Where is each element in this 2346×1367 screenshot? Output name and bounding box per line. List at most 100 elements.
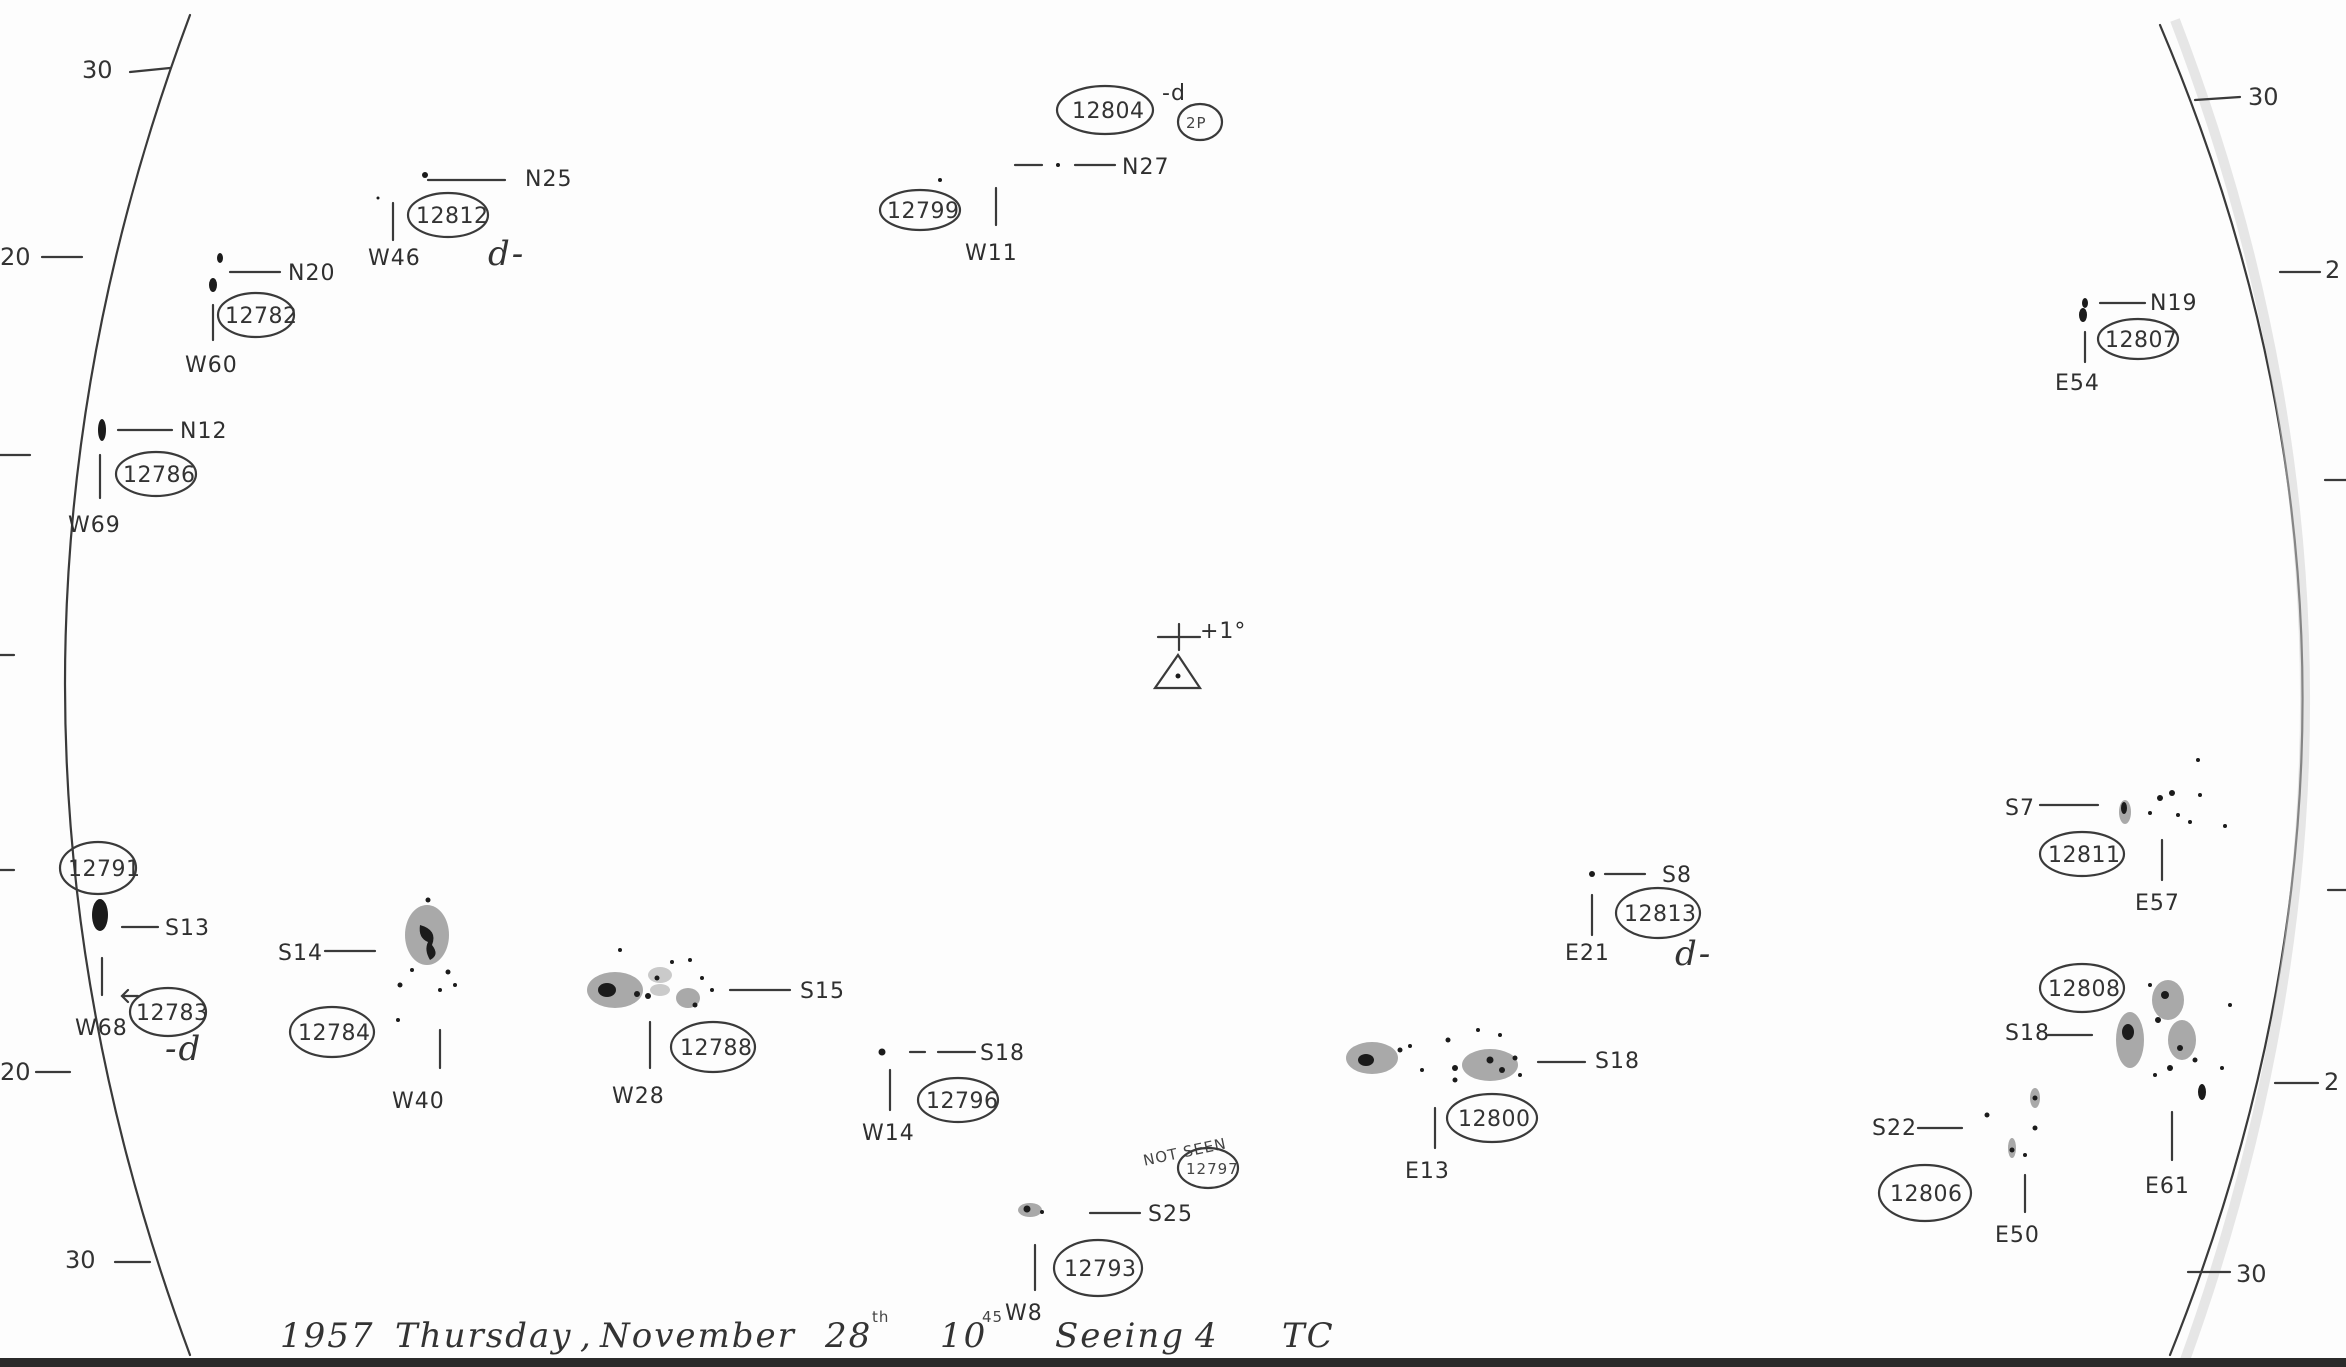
lon-label-e54: E54 xyxy=(2055,371,2100,396)
spot-12811-h xyxy=(2198,793,2202,797)
spot-12791 xyxy=(92,899,108,931)
spot-12808-i xyxy=(2198,1084,2206,1100)
spot-12806-c xyxy=(2032,1125,2038,1131)
lat-label-s8: S8 xyxy=(1662,863,1692,888)
spot-12788-faint-b xyxy=(648,967,672,983)
spot-12784-h xyxy=(396,1018,400,1022)
lon-label-e13: E13 xyxy=(1405,1159,1450,1184)
center-triangle xyxy=(1152,653,1203,690)
tick-label-left-30-top: 30 xyxy=(82,56,113,84)
spot-12812-b xyxy=(376,196,380,200)
region-oval-12812 xyxy=(406,191,490,239)
spot-12804 xyxy=(1056,163,1060,167)
tick-label-left-30-bottom: 30 xyxy=(65,1246,96,1274)
spot-12811-d xyxy=(2148,811,2152,815)
lat-label-s14: S14 xyxy=(278,941,323,966)
region-id-12807: 12807 xyxy=(2105,328,2178,353)
spot-12788-umbra xyxy=(598,983,616,997)
region-oval-12808 xyxy=(2038,962,2126,1014)
lon-label-e50: E50 xyxy=(1995,1223,2040,1248)
region-note-12812: d- xyxy=(488,234,525,274)
lat-label-s18-e13: S18 xyxy=(1595,1049,1640,1074)
tick-label-right-20-top: 2 xyxy=(2325,256,2340,284)
arrow-12783 xyxy=(120,988,140,1004)
region-id-12811: 12811 xyxy=(2048,843,2121,868)
lon-label-w60: W60 xyxy=(185,353,238,378)
region-id-12812: 12812 xyxy=(416,204,489,229)
spot-12782-a xyxy=(217,253,223,263)
footer-year: 1957 xyxy=(280,1316,375,1356)
spot-12808-j xyxy=(2228,1003,2232,1007)
lon-label-w68: W68 xyxy=(75,1016,128,1041)
spot-12808-c xyxy=(2155,1017,2161,1023)
region-oval-12799 xyxy=(878,188,962,232)
spot-12808-k xyxy=(2148,983,2152,987)
region-id-12783: 12783 xyxy=(136,1001,209,1026)
spot-12788-faint-a xyxy=(650,984,670,996)
footer-month: November xyxy=(599,1316,796,1356)
spot-12788-j xyxy=(618,948,622,952)
spot-12808-f xyxy=(2167,1065,2173,1071)
spot-12811-i xyxy=(2223,824,2227,828)
spot-12808-e xyxy=(2192,1057,2198,1063)
spot-12800-e xyxy=(1445,1037,1451,1043)
region-oval-12788 xyxy=(669,1020,757,1074)
region-extra-12804: 2P xyxy=(1186,114,1207,132)
region-oval-12813 xyxy=(1614,886,1702,940)
lat-label-n25: N25 xyxy=(525,167,572,192)
lat-label-s15: S15 xyxy=(800,979,845,1004)
region-oval-12796 xyxy=(916,1076,1000,1124)
spot-12808-h xyxy=(2220,1066,2224,1070)
spot-12800-b xyxy=(1397,1047,1403,1053)
spot-12788-g xyxy=(700,976,704,980)
region-id-12808: 12808 xyxy=(2048,977,2121,1002)
region-id-12791: 12791 xyxy=(68,857,141,882)
lon-label-w69: W69 xyxy=(68,513,121,538)
spot-12799 xyxy=(938,178,942,182)
lat-label-s22: S22 xyxy=(1872,1116,1917,1141)
region-id-12813: 12813 xyxy=(1624,902,1697,927)
region-oval-12782 xyxy=(216,291,296,339)
tick-label-left-20-top: 20 xyxy=(0,243,31,271)
lat-label-s18-w: S18 xyxy=(980,1041,1025,1066)
spot-12788-b xyxy=(634,991,640,997)
spot-12811-b xyxy=(2157,795,2163,801)
lat-label-n20: N20 xyxy=(288,261,335,286)
lon-label-w14: W14 xyxy=(862,1121,915,1146)
region-oval-12791 xyxy=(58,840,138,896)
spot-12800-umbra xyxy=(1358,1054,1374,1066)
region-oval-12811 xyxy=(2038,830,2126,878)
spot-12784-g xyxy=(438,988,442,992)
lat-label-s13: S13 xyxy=(165,916,210,941)
lat-label-n12: N12 xyxy=(180,419,227,444)
region-id-12793: 12793 xyxy=(1064,1257,1137,1282)
left-limb-arc xyxy=(63,13,192,1357)
region-oval-12807 xyxy=(2096,317,2180,361)
spot-12806-b xyxy=(2032,1095,2038,1101)
region-oval-12783 xyxy=(128,986,208,1038)
spot-12811-f xyxy=(2188,820,2192,824)
spot-12811-c xyxy=(2169,790,2175,796)
region-id-12799: 12799 xyxy=(887,199,960,224)
lat-label-n27: N27 xyxy=(1122,155,1169,180)
spot-12796 xyxy=(878,1048,886,1056)
lon-label-w28: W28 xyxy=(612,1084,665,1109)
spot-12788-e xyxy=(670,960,674,964)
spot-12808-g xyxy=(2153,1073,2157,1077)
footer-seeing-label: Seeing xyxy=(1055,1316,1185,1356)
paper-bottom-edge xyxy=(0,1358,2346,1367)
lon-label-w8: W8 xyxy=(1005,1301,1043,1326)
spot-12788-c xyxy=(645,993,651,999)
region-id-12797: 12797 xyxy=(1186,1160,1239,1178)
region-oval-12804 xyxy=(1055,84,1155,136)
lon-label-w40: W40 xyxy=(392,1089,445,1114)
spot-12813 xyxy=(1589,871,1595,877)
spot-12800-m xyxy=(1518,1073,1522,1077)
lon-label-w46: W46 xyxy=(368,246,421,271)
right-edge-shadow xyxy=(2170,18,2310,1362)
spot-12800-c xyxy=(1408,1044,1412,1048)
spot-12808-penumbra-b xyxy=(2152,980,2184,1020)
region-oval-12797 xyxy=(1176,1146,1240,1190)
spot-12811-umbra xyxy=(2121,802,2127,814)
